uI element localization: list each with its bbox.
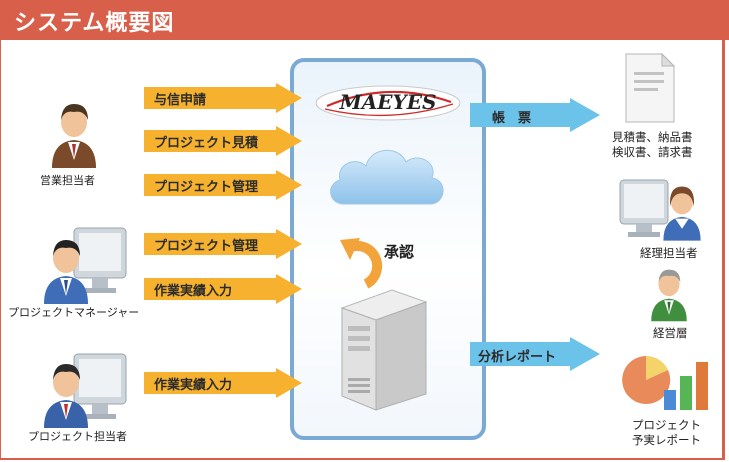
input-arrow-manage-sales-text: プロジェクト管理 xyxy=(144,170,274,200)
input-label-manage-pm: プロジェクト管理 xyxy=(154,239,259,254)
documents-label: 見積書、納品書 検収書、請求書 xyxy=(612,130,693,160)
diagram-frame xyxy=(0,40,725,460)
accounting-label: 経理担当者 xyxy=(640,246,698,260)
executives-label: 経営層 xyxy=(653,326,688,340)
page-title: システム概要図 xyxy=(14,11,175,36)
output-arrow-forms-text: 帳 票 xyxy=(470,98,570,132)
documents-line-1: 見積書、納品書 xyxy=(612,130,693,144)
project-manager-person-icon xyxy=(44,240,88,304)
executive-person-icon xyxy=(651,269,687,322)
actor-label-manager: プロジェクトマネージャー xyxy=(8,306,140,319)
input-arrow-credit-text: 与信申請 xyxy=(144,83,274,113)
input-arrow-work-pm-text: 作業実績入力 xyxy=(144,274,274,304)
maeyes-logo-text: MAEYES xyxy=(339,90,437,114)
input-arrow-work-member xyxy=(144,368,302,398)
output-arrow-forms xyxy=(470,98,600,132)
actor-label-sales: 営業担当者 xyxy=(40,174,95,187)
sales-person-icon xyxy=(52,104,96,168)
maeyes-logo: MAEYES xyxy=(315,85,461,121)
input-label-estimate: プロジェクト見積 xyxy=(154,136,259,151)
actor-label-member: プロジェクト担当者 xyxy=(28,430,127,443)
input-arrow-work-pm xyxy=(144,274,302,304)
input-arrow-manage-pm-text: プロジェクト管理 xyxy=(144,229,274,259)
input-arrow-estimate-text: プロジェクト見積 xyxy=(144,126,274,156)
report-label: プロジェクト 予実レポート xyxy=(632,418,701,448)
document-icon xyxy=(625,52,676,123)
approval-label: 承認 xyxy=(384,243,415,261)
documents-line-2: 検収書、請求書 xyxy=(612,145,693,159)
output-arrow-analysis xyxy=(470,337,600,371)
report-line-2: 予実レポート xyxy=(632,433,701,447)
input-arrow-work-member-text: 作業実績入力 xyxy=(144,368,274,398)
server-icon xyxy=(340,289,428,411)
project-member-person-icon xyxy=(44,364,88,428)
output-arrow-analysis-text: 分析レポート xyxy=(470,337,570,371)
report-chart-icon xyxy=(622,355,708,410)
output-label-forms: 帳 票 xyxy=(492,111,532,126)
input-arrow-manage-pm xyxy=(144,229,302,259)
input-label-work-pm: 作業実績入力 xyxy=(154,284,233,299)
input-arrow-estimate xyxy=(144,126,302,156)
input-arrow-credit xyxy=(144,83,302,113)
input-arrow-manage-sales xyxy=(144,170,302,200)
output-label-analysis: 分析レポート xyxy=(478,350,557,365)
input-label-work-member: 作業実績入力 xyxy=(154,378,233,393)
report-line-1: プロジェクト xyxy=(632,418,701,432)
cloud-icon xyxy=(330,149,444,205)
header-bar: システム概要図 xyxy=(0,0,729,40)
monitor-icon xyxy=(73,227,127,293)
monitor-icon xyxy=(619,179,669,237)
input-label-manage-sales: プロジェクト管理 xyxy=(154,180,259,195)
monitor-icon xyxy=(73,353,127,419)
input-label-credit: 与信申請 xyxy=(154,93,207,108)
accounting-person-icon xyxy=(663,186,701,241)
approval-cycle-icon xyxy=(340,238,383,289)
